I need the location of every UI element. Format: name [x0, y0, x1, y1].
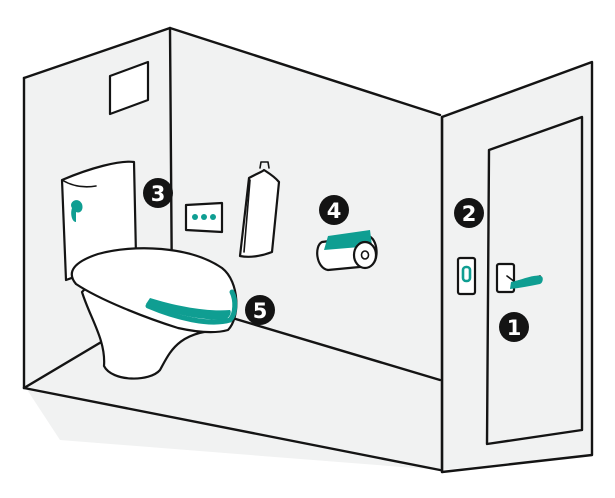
callout-label-5: 5: [253, 299, 268, 323]
callout-label-4: 4: [327, 199, 342, 223]
room-walls: [22, 26, 592, 472]
flush-buttons[interactable]: [184, 201, 224, 234]
callout-badge-4: 4: [319, 195, 349, 225]
callout-badge-2: 2: [454, 198, 484, 228]
light-switch[interactable]: [456, 256, 477, 296]
door[interactable]: [485, 115, 584, 446]
wall-vent: [108, 60, 150, 116]
toilet-paper-holder[interactable]: [316, 230, 378, 272]
callout-label-3: 3: [151, 182, 166, 206]
towel: [238, 161, 281, 258]
callout-label-2: 2: [462, 202, 477, 226]
callout-badge-5: 5: [245, 295, 275, 325]
callout-label-1: 1: [507, 316, 522, 340]
callout-badge-1: 1: [499, 312, 529, 342]
door-handle[interactable]: [495, 262, 543, 294]
door-wall: [440, 60, 594, 474]
callout-badge-3: 3: [143, 178, 173, 208]
toilet: [60, 160, 238, 380]
tank-lever-icon: [71, 200, 83, 222]
